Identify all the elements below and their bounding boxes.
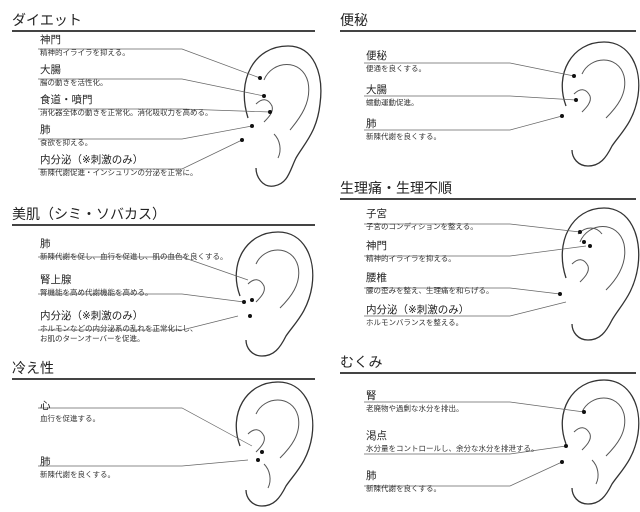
point-dot — [240, 138, 244, 142]
leader-lines — [38, 256, 249, 331]
point-desc: 消化器全体の動きを正常化。消化吸収力を高める。 — [40, 108, 213, 117]
point-name: 内分泌（※刺激のみ） — [366, 304, 470, 316]
point-name: 内分泌（※刺激のみ） — [40, 310, 144, 322]
point-name: 大腸 — [40, 64, 61, 76]
point-desc: お肌のターンオーバーを促進。 — [40, 334, 145, 343]
point-desc: 新陳代謝を良くする。 — [40, 470, 115, 479]
point-dot — [560, 460, 564, 464]
section-cold: 冷え性 心 血行を促進する。 肺 新陳代謝を良くする。 — [12, 356, 315, 507]
point-desc: 食欲を抑える。 — [40, 138, 93, 147]
point-name: 渇点 — [366, 430, 387, 442]
point-dot — [248, 314, 252, 318]
ear-illustration — [243, 45, 322, 187]
section-title: むくみ — [340, 355, 383, 371]
section-beauty: 美肌（シミ・ソバカス） 肺 新陳代謝を促し、血行を促進し、肌の血色を良くする。 … — [12, 202, 315, 357]
title-underline — [340, 372, 636, 374]
section-title: 冷え性 — [12, 361, 54, 377]
point-name: 食道・噴門 — [40, 94, 93, 106]
point-name: 神門 — [366, 240, 387, 252]
point-dot — [268, 110, 272, 114]
point-name: 肺 — [40, 456, 51, 468]
point-dot — [260, 450, 264, 454]
point-dot — [250, 124, 254, 128]
ear-illustration — [235, 381, 314, 507]
point-dot — [558, 292, 562, 296]
ear-illustration — [561, 379, 640, 505]
point-name: 神門 — [40, 34, 61, 46]
point-desc: 新陳代謝を良くする。 — [366, 132, 441, 141]
point-desc: 新陳代謝を促し、血行を促進し、肌の血色を良くする。 — [40, 252, 228, 261]
section-diet: ダイエット 神門 精神的イライラを抑える。 大腸 腸の動きを活性化。 食道・噴門… — [12, 8, 322, 198]
point-dot — [582, 410, 586, 414]
point-desc: 新陳代謝促進・インシュリンの分泌を正常に。 — [40, 168, 198, 177]
leader-lines — [38, 48, 271, 170]
point-desc: 便通を良くする。 — [366, 64, 426, 73]
ear-illustration — [561, 41, 640, 167]
point-desc: 血行を促進する。 — [40, 414, 100, 423]
point-name: 大腸 — [366, 84, 387, 96]
point-dot — [564, 444, 568, 448]
point-dot — [250, 298, 254, 302]
point-name: 肺 — [40, 238, 51, 250]
point-name: 内分泌（※刺激のみ） — [40, 154, 144, 166]
point-desc: 新陳代謝を良くする。 — [366, 484, 441, 493]
point-name: 肺 — [40, 124, 51, 136]
point-dot — [560, 114, 564, 118]
point-desc: 腸の動きを活性化。 — [40, 78, 108, 87]
point-dot — [242, 300, 246, 304]
point-desc: ホルモンなどの内分泌系の乱れを正常化にし、 — [40, 324, 198, 333]
title-underline — [12, 30, 315, 32]
point-desc: 精神的イライラを抑える。 — [40, 48, 130, 57]
leader-lines — [364, 62, 577, 131]
point-dot — [582, 240, 586, 244]
section-swelling: むくみ 腎 老廃物や過剰な水分を排出。 渇点 水分量をコントロールし、余分な水分… — [340, 350, 640, 508]
section-constipation: 便秘 便秘 便通を良くする。 大腸 蠕動運動促進。 肺 新陳代謝を良くする。 — [340, 8, 640, 167]
point-dot — [574, 98, 578, 102]
title-underline — [12, 224, 315, 226]
title-underline — [340, 198, 636, 200]
point-dot — [256, 458, 260, 462]
point-name: 肺 — [366, 118, 377, 130]
point-desc: 精神的イライラを抑える。 — [366, 254, 456, 263]
point-desc: 腎機能を高め代謝機能を高める。 — [40, 288, 153, 297]
section-menstrual: 生理痛・生理不順 子宮 子宮のコンディションを整える。 神門 精神的イライラを抑… — [340, 176, 640, 346]
point-name: 腎 — [366, 390, 377, 402]
point-desc: 腰の歪みを整え、生理痛を和らげる。 — [366, 286, 494, 295]
leader-lines — [364, 223, 587, 317]
section-title: 美肌（シミ・ソバカス） — [12, 207, 166, 223]
point-name: 腎上腺 — [40, 274, 72, 286]
leader-lines — [38, 407, 253, 467]
point-desc: 蠕動運動促進。 — [366, 98, 419, 107]
point-name: 肺 — [366, 470, 377, 482]
point-desc: ホルモンバランスを整える。 — [366, 318, 464, 327]
point-dot — [578, 230, 582, 234]
point-name: 腰椎 — [366, 272, 387, 284]
point-name: 心 — [40, 400, 51, 412]
point-dot — [588, 244, 592, 248]
point-name: 便秘 — [366, 50, 387, 62]
section-title: ダイエット — [12, 13, 82, 29]
leader-lines — [364, 401, 585, 487]
point-name: 子宮 — [366, 208, 387, 220]
point-dot — [262, 94, 266, 98]
title-underline — [340, 30, 636, 32]
point-desc: 老廃物や過剰な水分を排出。 — [366, 404, 464, 413]
point-dot — [572, 74, 576, 78]
point-dot — [258, 76, 262, 80]
section-title: 便秘 — [340, 13, 368, 29]
point-desc: 子宮のコンディションを整える。 — [366, 222, 478, 231]
ear-illustration — [235, 231, 314, 357]
section-title: 生理痛・生理不順 — [340, 181, 452, 197]
point-desc: 水分量をコントロールし、余分な水分を排泄する。 — [366, 444, 539, 453]
title-underline — [12, 378, 315, 380]
